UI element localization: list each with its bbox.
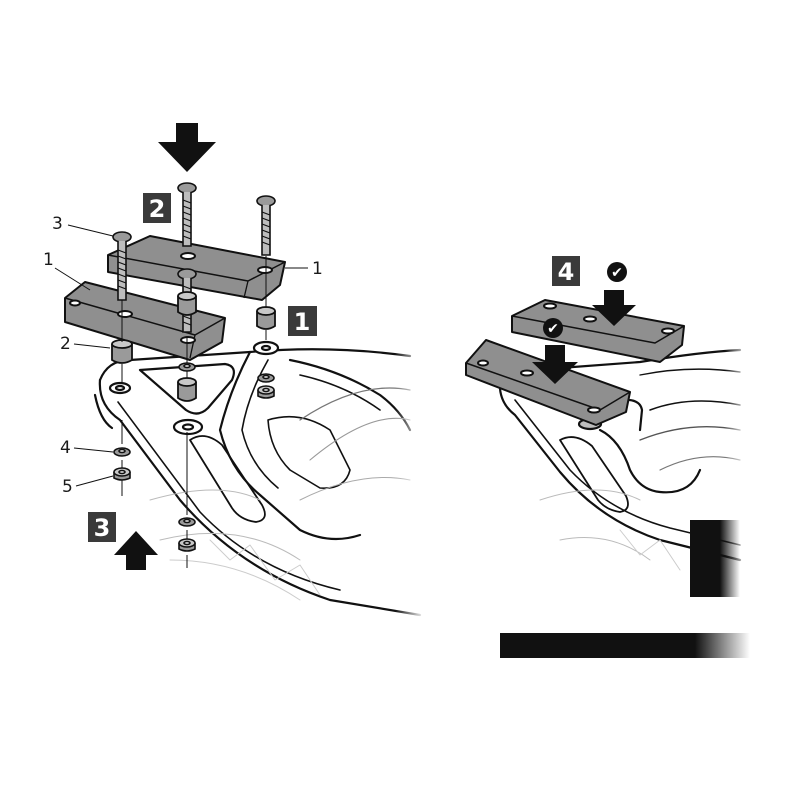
callout-spacer: 2 [60, 334, 111, 354]
washer-right [257, 373, 275, 383]
frame-fade [395, 330, 425, 630]
arrow-down-icon [158, 123, 216, 172]
callout-plate-left: 1 [43, 250, 91, 291]
svg-text:1: 1 [294, 308, 311, 336]
svg-text:5: 5 [62, 477, 73, 497]
spacer-left [111, 339, 133, 364]
spacer-right [256, 306, 276, 330]
installed-plate-back [511, 299, 685, 363]
svg-text:3: 3 [94, 514, 111, 542]
washer-left [113, 447, 131, 457]
arrow-down-icon [592, 290, 636, 326]
callout-bolt: 3 [52, 214, 114, 237]
arrow-down-icon [532, 345, 578, 384]
bracket-plate-left [64, 281, 226, 361]
step-box-2: 2 [143, 193, 171, 223]
installed-plate-front [465, 339, 631, 426]
svg-text:✔: ✔ [611, 265, 623, 281]
bracket-plate-right [107, 235, 286, 301]
crop-bar-vertical [690, 520, 740, 597]
step-box-1: 1 [288, 306, 317, 336]
check-circle-icon: ✔ [607, 262, 627, 282]
arrow-up-icon [114, 531, 158, 570]
svg-text:3: 3 [52, 214, 63, 234]
callout-plate-right: 1 [285, 259, 323, 279]
svg-text:2: 2 [149, 195, 166, 223]
nut-right [257, 385, 275, 399]
nut-center [178, 538, 196, 552]
callout-washer: 4 [60, 438, 114, 458]
nut-left [113, 467, 131, 481]
spacer-center-upper [177, 291, 197, 316]
crop-bar-horizontal [500, 633, 750, 658]
svg-text:4: 4 [558, 258, 575, 286]
bolt-left [112, 231, 132, 301]
motorcycle-rear-frame-left [93, 340, 422, 617]
washer-center-top [178, 362, 196, 372]
bolt-top-right [256, 195, 276, 256]
svg-text:1: 1 [312, 259, 323, 279]
svg-text:1: 1 [43, 250, 54, 270]
check-circle-icon: ✔ [543, 318, 563, 338]
svg-text:2: 2 [60, 334, 71, 354]
bolt-top-center [177, 182, 197, 247]
step-box-3: 3 [88, 512, 116, 542]
callout-nut: 5 [62, 475, 114, 497]
washer-center [178, 517, 196, 527]
step-box-4: 4 [552, 256, 580, 286]
svg-text:4: 4 [60, 438, 71, 458]
spacer-center-lower [177, 377, 197, 402]
svg-text:✔: ✔ [547, 321, 559, 337]
